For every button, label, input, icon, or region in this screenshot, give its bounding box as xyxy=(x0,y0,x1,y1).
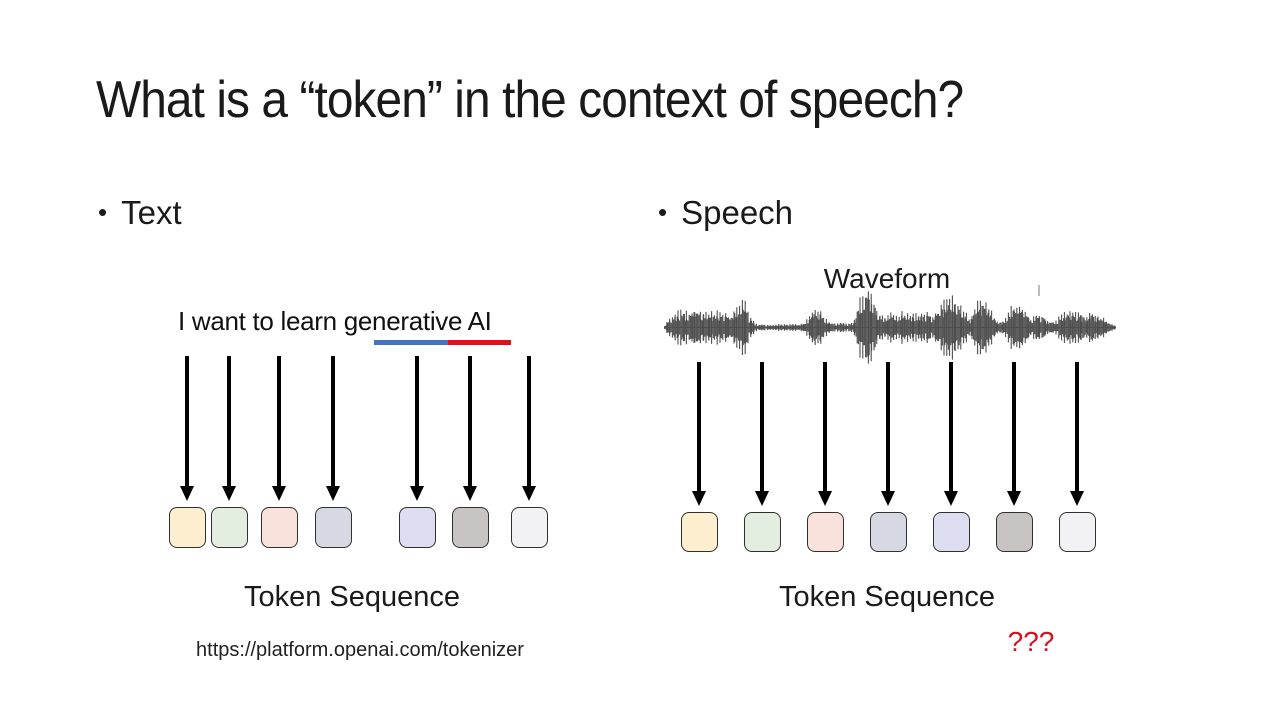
token-arrow-shaft xyxy=(1012,362,1016,491)
bullet-item-text: • Text xyxy=(98,194,182,232)
unknown-tokenizer-label: ??? xyxy=(1007,626,1055,657)
waveform-icon xyxy=(664,291,1116,364)
token-arrow-shaft xyxy=(415,356,419,486)
arrowhead-icon xyxy=(409,486,424,501)
token-box xyxy=(806,512,844,552)
token-box xyxy=(932,512,970,552)
arrowhead-icon xyxy=(691,491,706,506)
token-box xyxy=(168,507,206,548)
arrowhead-icon xyxy=(221,486,236,501)
token-arrow-shaft xyxy=(823,362,827,491)
bullet-icon: • xyxy=(98,197,108,227)
arrowhead-icon xyxy=(325,486,340,501)
bullet-label-speech: Speech xyxy=(681,194,794,231)
arrowhead-icon xyxy=(754,491,769,506)
token-box xyxy=(743,512,781,552)
token-arrow-shaft xyxy=(185,356,189,486)
token-arrow-shaft xyxy=(331,356,335,486)
token-sequence-label-left: Token Sequence xyxy=(243,581,461,613)
waveform-stray-tick xyxy=(1038,285,1040,296)
waveform-label: Waveform xyxy=(823,263,951,294)
example-sentence: I want to learn generative AI xyxy=(178,306,492,336)
waveform-bars xyxy=(664,291,1116,364)
token-arrow-shaft xyxy=(886,362,890,491)
token-box xyxy=(398,507,436,548)
token-arrow-shaft xyxy=(277,356,281,486)
arrowhead-icon xyxy=(462,486,477,501)
token-box xyxy=(260,507,298,548)
token-underline-red xyxy=(448,340,511,345)
token-sequence-label-right: Token Sequence xyxy=(778,581,996,613)
arrowhead-icon xyxy=(1006,491,1021,506)
arrowhead-icon xyxy=(880,491,895,506)
bullet-label-text: Text xyxy=(121,194,182,231)
token-box xyxy=(869,512,907,552)
token-arrow-shaft xyxy=(527,356,531,486)
tokenizer-source-url: https://platform.openai.com/tokenizer xyxy=(196,639,524,661)
token-arrow-shaft xyxy=(1075,362,1079,491)
arrowhead-icon xyxy=(1069,491,1084,506)
token-box xyxy=(1058,512,1096,552)
bullet-item-speech: • Speech xyxy=(658,194,793,232)
arrowhead-icon xyxy=(943,491,958,506)
arrowhead-icon xyxy=(521,486,536,501)
token-arrow-shaft xyxy=(468,356,472,486)
token-box xyxy=(680,512,718,552)
token-box xyxy=(451,507,489,548)
arrowhead-icon xyxy=(817,491,832,506)
arrowhead-icon xyxy=(271,486,286,501)
token-box xyxy=(510,507,548,548)
token-box xyxy=(210,507,248,548)
token-arrow-shaft xyxy=(697,362,701,491)
arrowhead-icon xyxy=(179,486,194,501)
token-arrow-shaft xyxy=(949,362,953,491)
bullet-icon: • xyxy=(658,197,668,227)
slide-title: What is a “token” in the context of spee… xyxy=(96,71,964,129)
token-arrow-shaft xyxy=(760,362,764,491)
token-underline-blue xyxy=(374,340,448,345)
token-box xyxy=(314,507,352,548)
token-arrow-shaft xyxy=(227,356,231,486)
token-box xyxy=(995,512,1033,552)
